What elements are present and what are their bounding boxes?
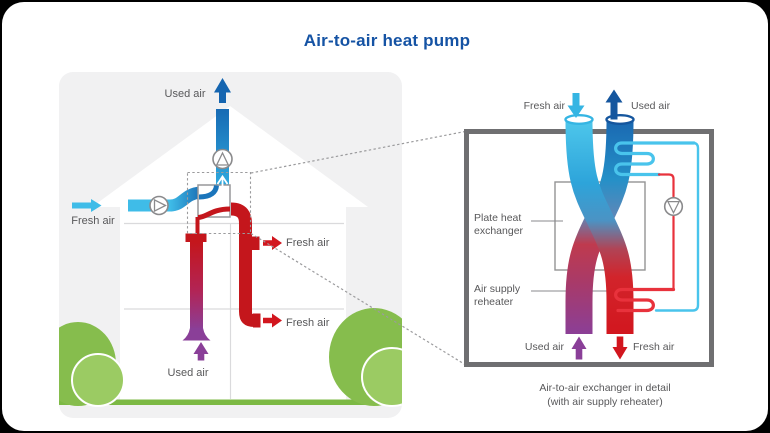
exhaust-fan-icon <box>212 148 233 170</box>
fresh-air-pipe <box>565 119 634 334</box>
air-supply-reheater-label: Air supply reheater <box>474 283 520 309</box>
air-supply-reheater-label-line1: Air supply <box>474 283 521 295</box>
fresh-air-supply-upper-label: Fresh air <box>286 237 330 249</box>
zoom-connector-lines <box>250 130 466 366</box>
bush-right <box>329 308 402 407</box>
circuit-cold-line <box>654 141 700 312</box>
air-supply-reheater-label-line2: reheater <box>474 296 514 308</box>
plate-heat-exchanger-label: Plate heat exchanger <box>474 212 523 238</box>
used-air-out-label: Used air <box>164 88 206 100</box>
detail-caption-line1: Air-to-air exchanger in detail <box>539 382 671 394</box>
page-title: Air-to-air heat pump <box>303 31 471 50</box>
used-air-up-arrow <box>605 89 623 120</box>
bush-left <box>59 322 125 407</box>
intake-fan-icon <box>149 195 169 216</box>
used-air-bottom-arrow <box>571 336 587 360</box>
house-walls <box>120 199 346 400</box>
fresh-air-supply-lower-label: Fresh air <box>286 317 330 329</box>
detail-used-air-top-label: Used air <box>631 100 671 112</box>
fresh-air-bottom-arrow <box>612 336 628 360</box>
reheater-coil <box>614 287 676 313</box>
fresh-air-in-arrow <box>72 199 102 212</box>
plate-heat-exchanger-label-line1: Plate heat <box>474 212 522 224</box>
fresh-air-supply-duct <box>230 202 282 328</box>
refrigerant-circuit <box>614 141 700 313</box>
detail-caption: Air-to-air exchanger in detail (with air… <box>465 382 745 409</box>
detail-fresh-air-top-label: Fresh air <box>523 100 565 112</box>
zoom-connector-line-bottom <box>250 232 466 366</box>
ground <box>59 399 402 405</box>
detail-box <box>464 89 714 367</box>
unit-up-arrow <box>216 174 229 189</box>
fresh-air-down-arrow <box>567 93 585 118</box>
fresh-air-supply-lower-arrow <box>263 313 282 328</box>
fresh-air-pipe-mouth <box>564 113 594 125</box>
plate-heat-exchanger-outline <box>554 181 646 271</box>
detail-used-air-bottom-label: Used air <box>524 341 564 353</box>
house-panel <box>59 72 402 418</box>
used-air-up-arrow <box>214 78 231 103</box>
used-air-return-label: Used air <box>167 367 209 379</box>
detail-fresh-air-bottom-label: Fresh air <box>633 341 675 353</box>
circulation-pump-icon <box>663 196 684 217</box>
plate-heat-exchanger-label-line2: exchanger <box>474 225 524 237</box>
used-air-return-duct <box>182 217 211 361</box>
house-floor-lines <box>124 222 344 399</box>
fresh-air-in-label: Fresh air <box>71 215 115 227</box>
detail-caption-line2: (with air supply reheater) <box>547 395 663 408</box>
used-air-return-arrow <box>193 342 209 361</box>
circuit-warm-line-top <box>657 173 675 198</box>
unit-zoom-outline <box>186 171 252 235</box>
fresh-air-supply-upper-arrow <box>263 236 282 250</box>
heat-recovery-coil <box>614 141 696 177</box>
